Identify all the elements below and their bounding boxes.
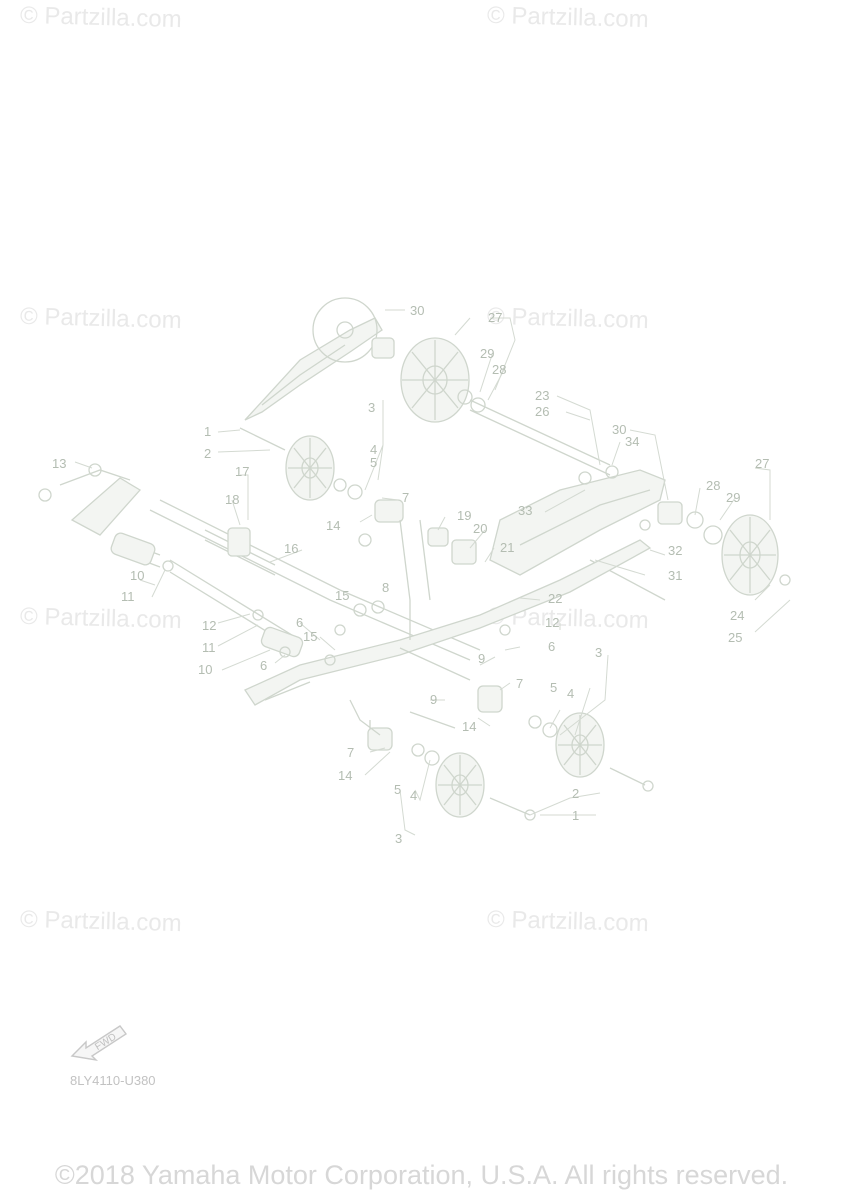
suspension-arm <box>353 499 477 640</box>
callout-labels: 30 27 29 28 3 1 2 4 5 13 17 18 7 14 16 1… <box>52 303 769 846</box>
callout-5c: 5 <box>394 782 401 797</box>
callout-32: 32 <box>668 543 682 558</box>
callout-19: 19 <box>457 508 471 523</box>
callout-9: 9 <box>478 651 485 666</box>
slide-rail <box>59 469 652 706</box>
callout-23: 23 <box>535 388 549 403</box>
callout-3: 3 <box>368 400 375 415</box>
callout-6c: 6 <box>548 639 555 654</box>
callout-22: 22 <box>548 591 562 606</box>
callout-10b: 10 <box>198 662 212 677</box>
wheel-lower-left <box>411 743 536 821</box>
callout-7: 7 <box>402 490 409 505</box>
callout-11b: 11 <box>202 640 216 655</box>
callout-27b: 27 <box>755 456 769 471</box>
callout-21: 21 <box>500 540 514 555</box>
wheel-lower-right <box>528 712 654 792</box>
idler-wheel <box>400 337 470 423</box>
callout-30b: 30 <box>612 422 626 437</box>
callout-7c: 7 <box>347 745 354 760</box>
diagram-code: 8LY4110-U380 <box>70 1073 156 1088</box>
callout-27: 27 <box>488 310 502 325</box>
copyright-notice: ©2018 Yamaha Motor Corporation, U.S.A. A… <box>54 1160 789 1190</box>
callout-5b: 5 <box>550 680 557 695</box>
callout-20: 20 <box>473 521 487 536</box>
callout-33: 33 <box>518 503 532 518</box>
callout-3b: 3 <box>595 645 602 660</box>
callout-28b: 28 <box>706 478 720 493</box>
callout-25: 25 <box>728 630 742 645</box>
callout-30: 30 <box>410 303 424 318</box>
callout-4b: 4 <box>567 686 574 701</box>
callout-14: 14 <box>326 518 340 533</box>
callout-2b: 2 <box>572 786 579 801</box>
callout-1: 1 <box>204 424 211 439</box>
callout-15b: 15 <box>303 629 317 644</box>
callout-5: 5 <box>370 455 377 470</box>
callout-9b: 9 <box>430 692 437 707</box>
callout-28: 28 <box>492 362 506 377</box>
callout-29: 29 <box>480 346 494 361</box>
idler-wheel-right <box>657 501 791 596</box>
leader-lines <box>74 309 791 836</box>
callout-17: 17 <box>235 464 249 479</box>
callout-31: 31 <box>668 568 682 583</box>
callout-10: 10 <box>130 568 144 583</box>
callout-6b: 6 <box>260 658 267 673</box>
callout-6: 6 <box>296 615 303 630</box>
callout-11: 11 <box>121 589 135 604</box>
callout-13: 13 <box>52 456 66 471</box>
callout-18: 18 <box>225 492 239 507</box>
callout-4c: 4 <box>410 788 417 803</box>
callout-14c: 14 <box>338 768 352 783</box>
callout-15: 15 <box>335 588 349 603</box>
callout-29b: 29 <box>726 490 740 505</box>
callout-16: 16 <box>284 541 298 556</box>
callout-4: 4 <box>370 442 377 457</box>
forward-arrow-icon: FWD <box>70 1025 128 1062</box>
callout-34: 34 <box>625 434 639 449</box>
callout-24: 24 <box>730 608 744 623</box>
callout-2: 2 <box>204 446 211 461</box>
callout-14b: 14 <box>462 719 476 734</box>
lower-shaft <box>369 647 471 740</box>
callout-1b: 1 <box>572 808 579 823</box>
callout-12b: 12 <box>202 618 216 633</box>
callout-8: 8 <box>382 580 389 595</box>
callout-26: 26 <box>535 404 549 419</box>
rear-axle <box>469 399 611 476</box>
upper-rail <box>244 297 383 421</box>
callout-3c: 3 <box>395 831 402 846</box>
spacer <box>371 337 395 359</box>
callout-7b: 7 <box>516 676 523 691</box>
callout-12: 12 <box>545 615 559 630</box>
wheel-upper-left <box>239 427 363 501</box>
